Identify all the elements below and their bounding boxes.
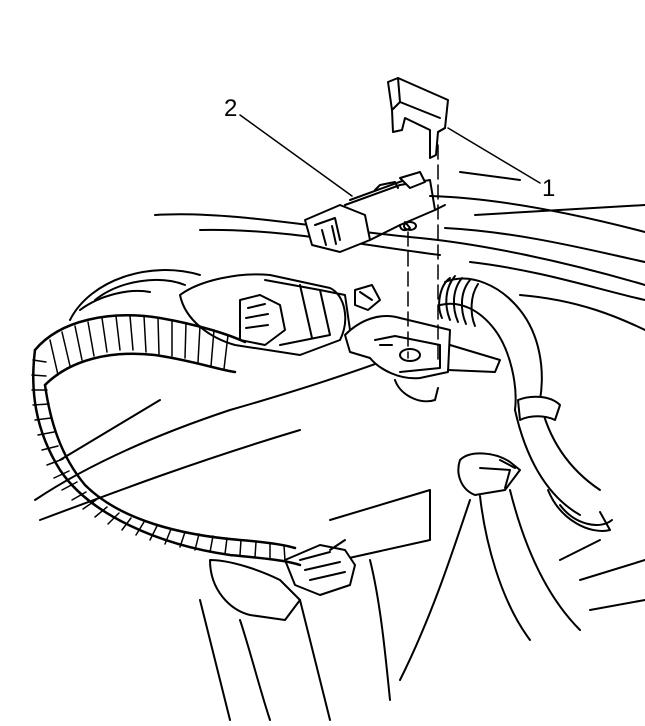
callout-label-1: 1 (542, 175, 555, 202)
large-connector (179, 273, 351, 356)
harness-clip-lower (284, 539, 356, 596)
sensor-component (304, 171, 446, 253)
coolant-hose (438, 275, 613, 532)
lower-hose-clamp (399, 452, 645, 681)
wiring-harness (31, 314, 302, 567)
alignment-lines (407, 144, 439, 361)
lower-left-bracket (199, 559, 301, 721)
fender-lines (34, 354, 401, 521)
mounting-bracket (344, 315, 501, 403)
callout-leaders (239, 114, 541, 197)
callout-label-2: 2 (224, 95, 237, 122)
retaining-clip (387, 77, 449, 159)
harness-clip-upper (354, 284, 381, 311)
engine-body-lines (154, 171, 645, 331)
lower-panel (299, 489, 431, 721)
round-housing (69, 269, 201, 321)
